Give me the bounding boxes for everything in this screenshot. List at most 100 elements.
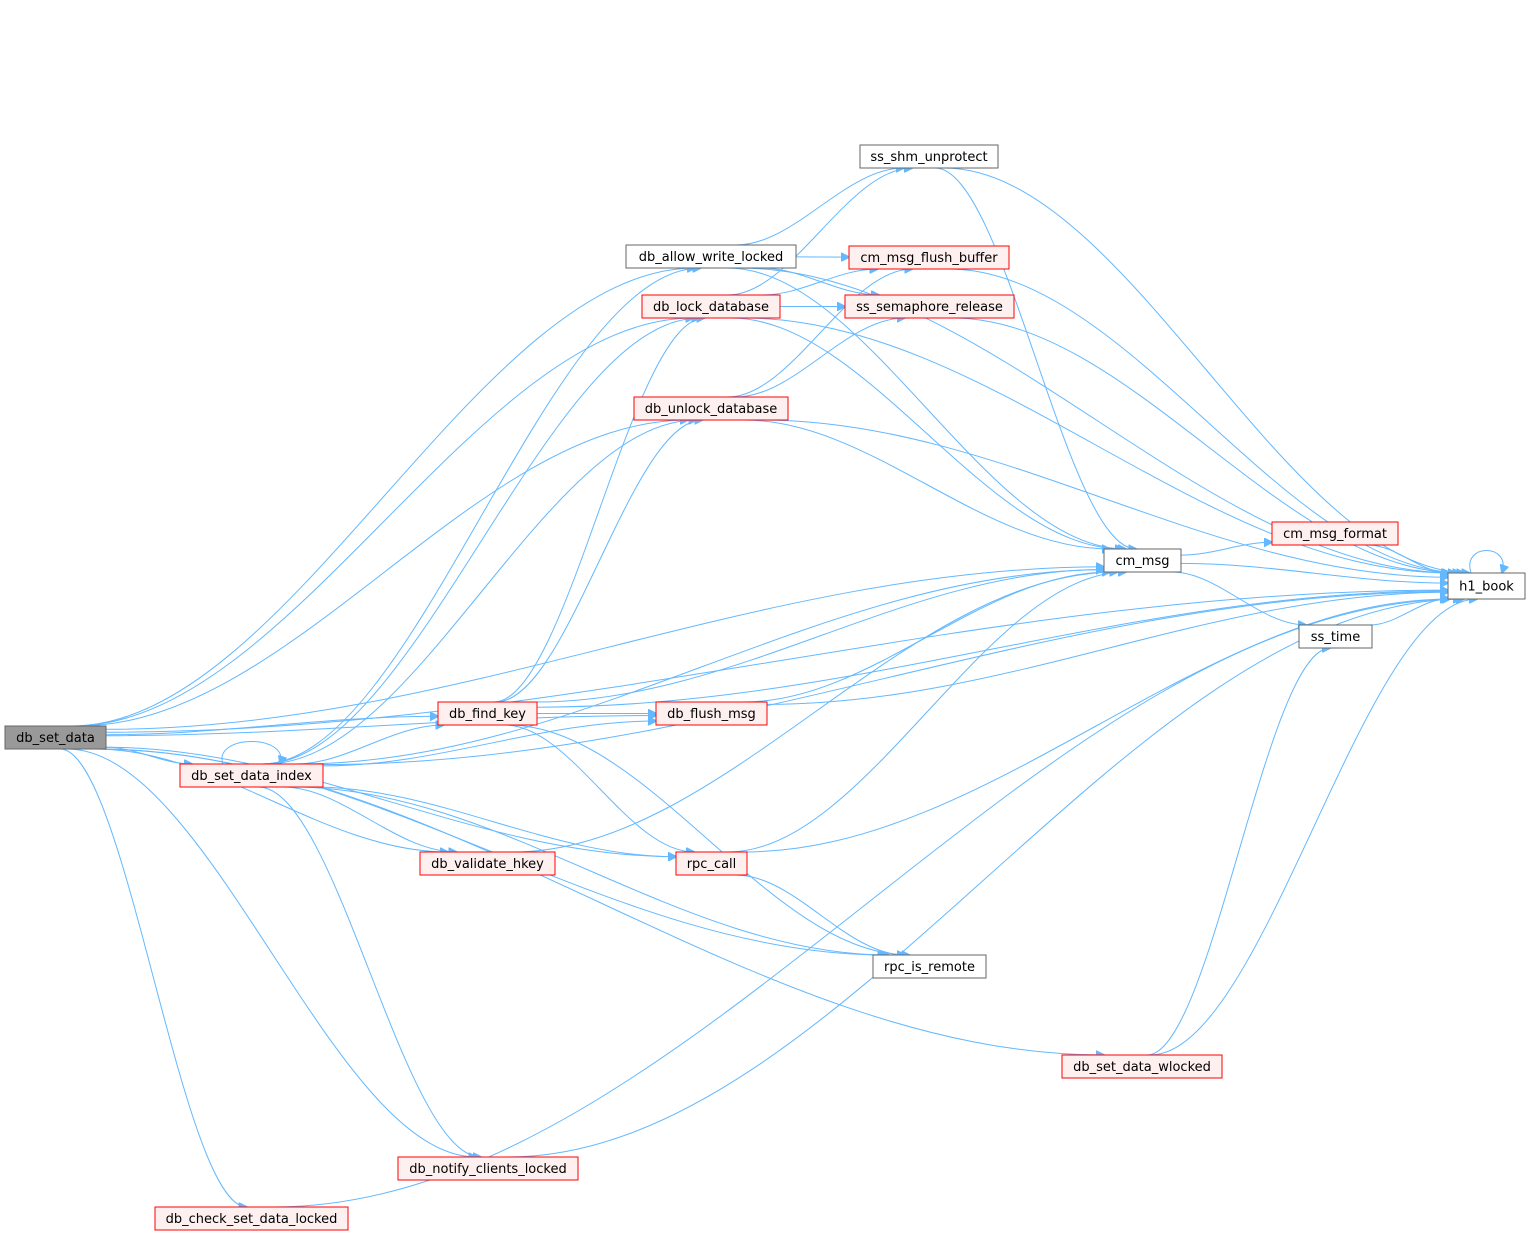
edge-db_find_key-to-db_lock_database — [493, 318, 705, 703]
edge-db_set_data-to-cm_msg — [105, 567, 1104, 730]
node-db-allow-write-locked[interactable]: db_allow_write_locked — [625, 244, 797, 269]
edge-db_set_data-to-db_allow_write_locked — [71, 268, 695, 727]
node-label: db_set_data — [16, 731, 95, 746]
edge-db_flush_msg-to-cm_msg — [743, 572, 1110, 703]
node-box — [859, 144, 999, 169]
node-box — [844, 294, 1015, 319]
edge-rpc_call-to-cm_msg — [727, 572, 1126, 853]
node-box — [641, 294, 781, 319]
edge-db_find_key-to-h1_book — [536, 591, 1448, 708]
node-cm-msg[interactable]: cm_msg — [1103, 548, 1182, 573]
node-cm-msg-flush-buffer[interactable]: cm_msg_flush_buffer — [848, 245, 1010, 270]
edge-db_set_data_index-to-h1_book — [322, 592, 1448, 765]
edge-db_set_data_index-to-rpc_call — [311, 786, 676, 857]
edge-db_set_data_index-to-db_lock_database — [262, 318, 700, 765]
node-db-check-set-data-locked[interactable]: db_check_set_data_locked — [154, 1206, 349, 1231]
edge-db_lock_database-to-ss_shm_unprotect — [727, 168, 913, 296]
node-box — [179, 763, 324, 788]
edge-db_set_data-to-db_lock_database — [72, 318, 694, 727]
node-cm-msg-format[interactable]: cm_msg_format — [1271, 521, 1399, 546]
node-h1-book[interactable]: h1_book — [1447, 572, 1526, 600]
node-box — [4, 725, 107, 750]
node-box — [154, 1206, 349, 1231]
edge-db_lock_database-to-cm_msg_flush_buffer — [762, 269, 878, 296]
node-label: db_find_key — [449, 707, 526, 722]
edge-db_find_key-to-rpc_is_remote — [507, 724, 910, 955]
node-db-set-data-wlocked[interactable]: db_set_data_wlocked — [1061, 1054, 1223, 1079]
edge-ss_shm_unprotect-to-cm_msg — [935, 167, 1136, 549]
node-label: db_notify_clients_locked — [409, 1162, 566, 1177]
node-box — [1298, 624, 1373, 649]
node-label: rpc_is_remote — [884, 960, 975, 975]
edge-db_allow_write_locked-to-ss_shm_unprotect — [736, 168, 904, 246]
edge-db_set_data_wlocked-to-h1_book — [1150, 599, 1477, 1056]
edge-db_set_data_index-to-db_allow_write_locked — [261, 268, 701, 765]
edge-db_find_key-to-rpc_call — [504, 724, 695, 852]
node-db-flush-msg[interactable]: db_flush_msg — [655, 701, 768, 726]
node-db-find-key[interactable]: db_find_key — [437, 701, 538, 726]
edge-db_lock_database-to-cm_msg — [730, 317, 1124, 549]
node-db-notify-clients-locked[interactable]: db_notify_clients_locked — [397, 1156, 579, 1181]
edge-db_check_set_data_locked-to-h1_book — [273, 599, 1461, 1208]
edge-db_notify_clients_locked-to-h1_book — [507, 599, 1464, 1158]
edge-db_set_data_index-to-db_validate_hkey — [282, 786, 456, 852]
node-label: db_set_data_wlocked — [1073, 1060, 1211, 1075]
nodes: db_set_data db_set_data_index db_check_set… — [4, 144, 1526, 1231]
edge-cm_msg_flush_buffer-to-h1_book — [948, 268, 1465, 573]
node-db-validate-hkey[interactable]: db_validate_hkey — [419, 851, 556, 876]
node-label: db_lock_database — [653, 300, 769, 315]
node-db-lock-database[interactable]: db_lock_database — [641, 294, 781, 319]
node-box — [397, 1156, 579, 1181]
node-db-unlock-database[interactable]: db_unlock_database — [633, 396, 789, 421]
edge-db_unlock_database-to-cm_msg_flush_buffer — [727, 269, 913, 398]
node-box — [655, 701, 768, 726]
node-label: db_check_set_data_locked — [166, 1212, 338, 1227]
node-label: db_flush_msg — [667, 707, 756, 722]
node-box — [1103, 548, 1182, 573]
edge-rpc_call-to-h1_book — [743, 599, 1451, 853]
node-box — [625, 244, 797, 269]
node-label: cm_msg_format — [1283, 527, 1387, 542]
edge-db_set_data_index-to-db_find_key — [295, 725, 443, 765]
edge-db_set_data_index-to-db_notify_clients_locked — [258, 786, 481, 1157]
node-box — [675, 851, 748, 876]
edge-cm_msg-to-cm_msg_format — [1180, 542, 1272, 556]
node-box — [872, 954, 987, 979]
edge-db_set_data-to-db_check_set_data_locked — [60, 748, 247, 1207]
edge-db_set_data_wlocked-to-ss_time — [1147, 648, 1330, 1056]
edge-ss_semaphore_release-to-h1_book — [952, 317, 1460, 573]
node-label: ss_time — [1311, 630, 1360, 645]
node-ss-shm-unprotect[interactable]: ss_shm_unprotect — [859, 144, 999, 169]
edge-db_unlock_database-to-h1_book — [761, 419, 1448, 577]
edge-db_find_key-to-cm_msg — [536, 570, 1104, 703]
edge-cm_msg-to-h1_book — [1180, 562, 1448, 583]
edge-db_unlock_database-to-cm_msg — [743, 419, 1110, 549]
node-box — [1447, 572, 1526, 600]
node-label: ss_semaphore_release — [856, 300, 1003, 315]
edge-db_flush_msg-to-h1_book — [766, 592, 1448, 705]
node-db-set-data-index[interactable]: db_set_data_index — [179, 763, 324, 788]
node-box — [1271, 521, 1399, 546]
edge-db_set_data-to-h1_book — [105, 590, 1448, 733]
edge-db_set_data-to-db_flush_msg — [105, 716, 656, 737]
node-box — [437, 701, 538, 726]
node-rpc-is-remote[interactable]: rpc_is_remote — [872, 954, 987, 979]
node-label: db_unlock_database — [645, 402, 778, 417]
node-label: cm_msg_flush_buffer — [860, 251, 998, 266]
edges — [60, 168, 1503, 1207]
edge-db_set_data-to-db_set_data_wlocked — [93, 748, 1105, 1055]
node-box — [1061, 1054, 1223, 1079]
node-db-set-data[interactable]: db_set_data — [4, 725, 107, 750]
node-label: db_set_data_index — [191, 769, 312, 784]
edge-db_set_data-to-db_find_key — [105, 716, 438, 736]
node-ss-time[interactable]: ss_time — [1298, 624, 1373, 649]
node-rpc-call[interactable]: rpc_call — [675, 851, 748, 876]
edge-db_allow_write_locked-to-cm_msg — [727, 267, 1126, 549]
edge-rpc_call-to-rpc_is_remote — [735, 874, 905, 955]
edge-db_find_key-to-db_unlock_database — [495, 420, 703, 703]
edge-db_set_data-to-db_validate_hkey — [94, 748, 448, 852]
edge-db_set_data_index-to-rpc_is_remote — [292, 786, 888, 955]
node-ss-semaphore-release[interactable]: ss_semaphore_release — [844, 294, 1015, 319]
edge-db_unlock_database-to-ss_semaphore_release — [735, 318, 905, 398]
